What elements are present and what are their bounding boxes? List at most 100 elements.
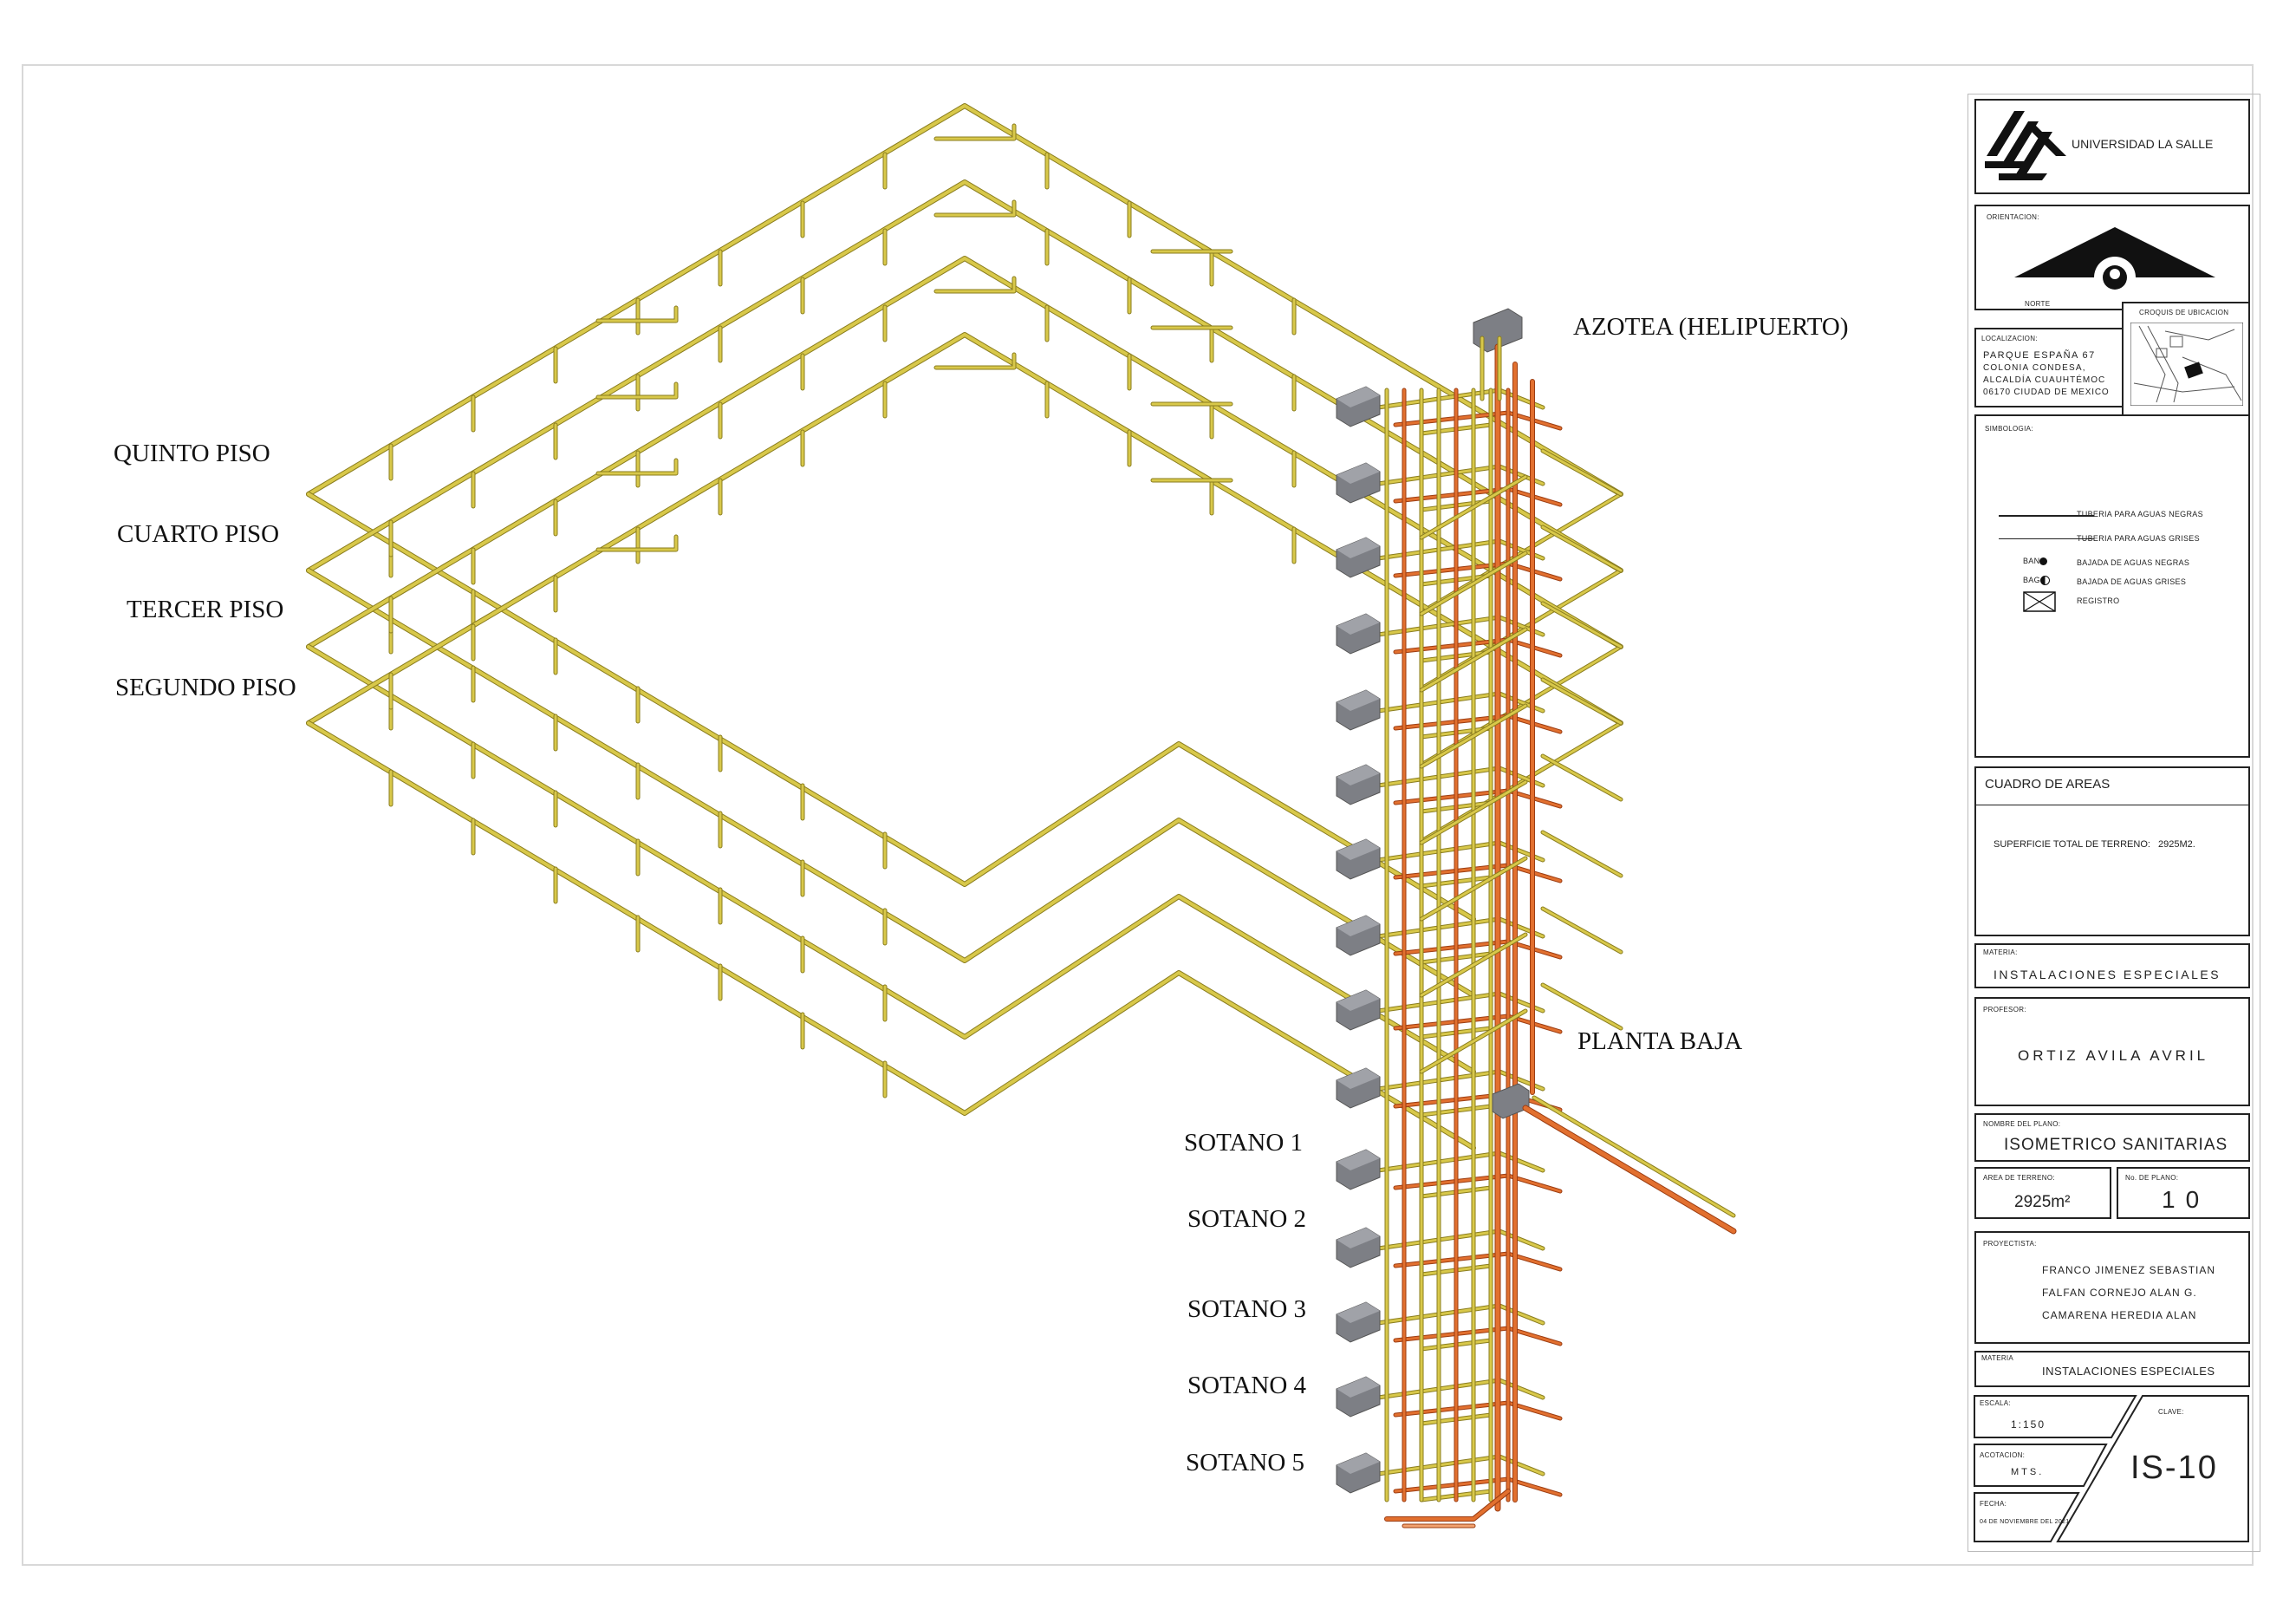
label-cuarto-piso: CUARTO PISO xyxy=(117,520,280,548)
cross-g-3 xyxy=(1541,678,1623,725)
level-block-7 xyxy=(1336,838,1563,889)
cross-g2-7 xyxy=(1420,1009,1527,1073)
cross-g-0 xyxy=(1541,449,1623,496)
stub-a-1 xyxy=(934,200,1016,217)
trunk-inner-2-edge xyxy=(306,568,1476,998)
slab-top-13 xyxy=(1337,1302,1380,1323)
fecha-value: 04 DE NOVIEMBRE DEL 2021 xyxy=(1980,1519,2070,1525)
area-terreno-value: 2925m² xyxy=(2014,1193,2071,1211)
level-block-6 xyxy=(1336,764,1563,814)
legend-panel: SIMBOLOGIA: TUBERIA PARA AGUAS NEGRAS TU… xyxy=(1974,414,2250,758)
label-quinto-piso: QUINTO PISO xyxy=(114,440,270,467)
area-terreno-panel: AREA DE TERRENO: 2925m² xyxy=(1974,1167,2111,1219)
plano-caption: NOMBRE DEL PLANO: xyxy=(1983,1120,2061,1128)
areas-value: 2925M2. xyxy=(2158,839,2195,850)
trunk-inner-3-edge xyxy=(306,644,1476,1074)
area-terreno-caption: AREA DE TERRENO: xyxy=(1983,1174,2055,1182)
bottom-block-frame xyxy=(1974,1395,2249,1542)
slab-top-5 xyxy=(1337,690,1380,711)
slab-top-15 xyxy=(1337,1453,1380,1474)
institution-name: UNIVERSIDAD LA SALLE xyxy=(2072,137,2214,151)
cross-g2-3 xyxy=(1420,704,1527,768)
stub-b-2 xyxy=(596,459,678,475)
areas-panel: CUADRO DE AREAS SUPERFICIE TOTAL DE TERR… xyxy=(1974,766,2250,936)
label-sotano-2: SOTANO 2 xyxy=(1187,1205,1307,1233)
trunk-inner-4 xyxy=(307,721,1475,1150)
legend-label-bag: BAJADA DE AGUAS GRISES xyxy=(2077,577,2187,586)
level-block-12 xyxy=(1336,1227,1563,1277)
proyectista-panel: PROYECTISTA: FRANCO JIMENEZ SEBASTIAN FA… xyxy=(1974,1231,2250,1344)
cross-g-2 xyxy=(1541,602,1623,649)
profesor-panel: PROFESOR: ORTIZ AVILA AVRIL xyxy=(1974,997,2250,1106)
orientation-panel: ORIENTACION: NORTE xyxy=(1974,205,2250,310)
label-planta-baja: PLANTA BAJA xyxy=(1577,1027,1743,1055)
address-line-3: ALCALDÍA CUAUHTÉMOC xyxy=(1983,375,2106,385)
materia2-value: INSTALACIONES ESPECIALES xyxy=(2042,1365,2215,1378)
slab-top-1 xyxy=(1337,387,1380,407)
location-caption: LOCALIZACION: xyxy=(1981,335,2038,342)
legend-label-registro: REGISTRO xyxy=(2077,596,2120,605)
logo-panel: UNIVERSIDAD LA SALLE xyxy=(1974,99,2250,194)
trunk-outer-1-edge xyxy=(306,103,1623,497)
cross-g2-1 xyxy=(1420,551,1527,616)
bag-symbol-text: BAG xyxy=(2023,576,2040,584)
proyectista-3: CAMARENA HEREDIA ALAN xyxy=(2042,1309,2197,1321)
trunk-inner-2 xyxy=(307,569,1475,997)
site-sketch-panel: CROQUIS DE UBICACION xyxy=(2122,302,2250,418)
slab-top-11 xyxy=(1337,1150,1380,1170)
stub-a-0 xyxy=(934,124,1016,140)
no-plano-panel: No. DE PLANO: 10 xyxy=(2117,1167,2250,1219)
stub-a-2 xyxy=(934,277,1016,293)
clave-value: IS-10 xyxy=(2130,1450,2218,1486)
cross-g-5 xyxy=(1541,831,1623,877)
acotacion-value: MTS. xyxy=(2011,1467,2045,1477)
escala-caption: ESCALA: xyxy=(1980,1399,2011,1407)
cross-g-7 xyxy=(1541,983,1623,1030)
trunk-inner-4-edge xyxy=(306,720,1476,1150)
north-label: NORTE xyxy=(2025,300,2051,308)
stub-a-3 xyxy=(934,353,1016,369)
cross-g2-2 xyxy=(1420,628,1527,692)
stub-b-3 xyxy=(596,535,678,551)
proyectista-1: FRANCO JIMENEZ SEBASTIAN xyxy=(2042,1264,2216,1276)
address-line-4: 06170 CIUDAD DE MEXICO xyxy=(1983,388,2110,397)
cross-g-4 xyxy=(1541,754,1623,801)
registro-icon xyxy=(2023,591,2056,612)
ban-symbol-text: BAN xyxy=(2023,557,2040,565)
legend-label-gray-water: TUBERIA PARA AGUAS GRISES xyxy=(2077,534,2200,543)
level-block-14 xyxy=(1336,1376,1563,1426)
escala-value: 1:150 xyxy=(2011,1418,2046,1431)
cross-g-6 xyxy=(1541,907,1623,954)
stub-b-1 xyxy=(596,382,678,399)
no-plano-caption: No. DE PLANO: xyxy=(2125,1174,2179,1182)
cross-g2-4 xyxy=(1420,780,1527,844)
slab-top-2 xyxy=(1337,463,1380,484)
trunk-inner-1-edge xyxy=(306,492,1476,922)
legend-label-black-water: TUBERIA PARA AGUAS NEGRAS xyxy=(2077,510,2203,518)
cross-g2-0 xyxy=(1420,475,1527,539)
legend-symbol-ban: BAN xyxy=(2023,557,2048,566)
address-line-1: PARQUE ESPAÑA 67 xyxy=(1983,350,2096,361)
roof-block xyxy=(1473,308,1523,353)
slab-top-3 xyxy=(1337,538,1380,558)
slab-top-9 xyxy=(1337,990,1380,1011)
materia2-panel: MATERIA INSTALACIONES ESPECIALES xyxy=(1974,1351,2250,1387)
slab-top-6 xyxy=(1337,765,1380,785)
level-block-9 xyxy=(1336,989,1563,1040)
acotacion-caption: ACOTACION: xyxy=(1980,1451,2026,1459)
materia2-caption: MATERIA xyxy=(1981,1354,2014,1362)
label-segundo-piso: SEGUNDO PISO xyxy=(115,674,296,701)
stub-b-0 xyxy=(596,306,678,323)
areas-title: CUADRO DE AREAS xyxy=(1985,777,2111,792)
materia-caption: MATERIA: xyxy=(1983,948,2018,956)
no-plano-value: 10 xyxy=(2162,1186,2210,1213)
title-block-frame xyxy=(1968,94,2260,1552)
legend-symbol-bag: BAG xyxy=(2023,576,2050,586)
outlet-pipe-2 xyxy=(1532,1096,1735,1217)
university-logo-icon xyxy=(1985,111,2066,180)
materia-panel: MATERIA: INSTALACIONES ESPECIALES xyxy=(1974,943,2250,988)
label-sotano-4: SOTANO 4 xyxy=(1187,1372,1307,1399)
clave-caption: CLAVE: xyxy=(2158,1408,2184,1416)
trunk-outer-1 xyxy=(307,104,1623,496)
ban-dot-icon xyxy=(2039,557,2048,566)
